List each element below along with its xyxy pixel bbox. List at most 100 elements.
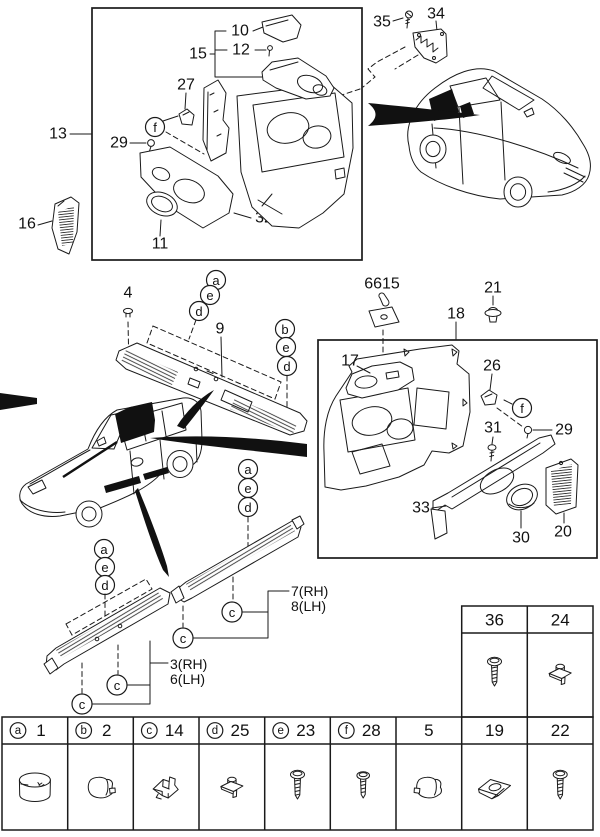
cap-clip-icon [18,772,51,802]
callout-11: 11 [152,236,169,253]
blacked-sill-front [104,476,141,493]
vent-grille-part-16 [51,196,80,255]
svg-text:f: f [520,401,524,416]
callout-12: 12 [232,42,250,59]
table-header-5: 5 [424,721,433,740]
circled-letter-d: d [188,300,210,322]
callout-13: 13 [49,126,67,143]
plate-36-ghost [65,578,153,636]
circled-letter-e: e [275,336,297,358]
svg-text:e: e [244,481,251,496]
lower-trim-part-33 [430,434,556,540]
screw-icon [487,656,502,687]
circled-letter-d: d [94,574,116,596]
table-header-c14: c 14 [140,721,184,740]
svg-text:c: c [229,605,236,620]
circled-letter-c: c [172,627,194,649]
svg-text:d: d [101,578,108,593]
blacked-sill-rear [143,467,169,480]
svg-text:a: a [244,462,252,477]
table-header-22: 22 [551,721,570,740]
callout-20: 20 [554,524,572,541]
screw-icon [356,771,371,799]
svg-text:e: e [206,288,213,303]
svg-text:c: c [146,725,152,737]
front-details [523,107,586,193]
mounting-bracket-callout: 35 34 [362,6,448,88]
main-table-frame [1,716,594,831]
svg-text:b: b [281,322,288,337]
sill-9-ghost-outline [146,325,282,400]
van-body [407,68,591,200]
circled-letter-a: a [237,458,259,480]
callout-18: 18 [447,306,465,323]
table-header-e23: e 23 [272,721,315,740]
quarter-trim-panel-part [236,83,354,229]
clip-6615-icon [368,292,400,328]
bracket-7-8 [192,590,290,639]
push-pin-clip-icon [548,663,572,685]
screw-icon [552,769,568,800]
arrow-to-sill-plate [177,390,214,429]
callout-15: 15 [189,46,207,63]
van-top-right [368,68,591,208]
svg-text:28: 28 [362,721,381,740]
scuff-plates-assembly: a e d a e d c c c c 7(RH) 8(LH) 3 [43,458,328,715]
callout-17: 17 [341,353,359,370]
screw-35-icon [405,10,413,29]
svg-text:f: f [345,725,349,737]
small-table-grid [461,606,593,717]
grommet-29-icon [523,425,533,439]
table-header-19: 19 [485,721,504,740]
label-8lh: 8(LH) [291,598,326,614]
table-header-a1: a 1 [9,721,46,740]
leader-31 [491,436,494,445]
callout-35: 35 [373,14,391,31]
wheels [419,134,533,208]
fastener-table-main: a 1 b 2 c 14 d 25 e 23 f 28 5 19 22 [1,716,594,831]
arrow-van-to-scuff-plates [135,488,169,577]
left-detail-box: 13 16 15 10 12 27 29 32 11 f [18,7,363,261]
arrow-box-to-van [368,103,480,126]
label-6lh: 6(LH) [170,671,205,687]
dashed-drops-plates [81,516,249,694]
svg-text:d: d [212,725,218,737]
armrest-tray-part-15 [261,57,335,100]
front-scuff-plate-part-3-6 [43,587,171,675]
svg-text:c: c [180,631,187,646]
svg-text:c: c [79,697,86,712]
tailgate-scuff-plate-part-9 [115,342,308,436]
table-header-f28: f 28 [337,721,381,740]
svg-text:d: d [195,304,202,319]
label-7rh: 7(RH) [291,583,328,599]
door-lines [431,101,579,185]
circled-letter-c: c [221,601,243,623]
table-header-d25: d 25 [206,721,249,740]
bracket-3-6 [91,640,169,705]
arrow-van-to-right-box [150,436,307,457]
callout-26: 26 [483,358,501,375]
cap-clip-icon [87,776,116,799]
circled-letter-d: d [237,496,259,518]
small-table-header-24: 24 [551,611,570,630]
push-pin-clip-icon [220,776,244,798]
leader-17 [356,365,371,374]
callout-10: 10 [231,23,249,40]
svg-text:2: 2 [102,721,111,740]
circled-letter-c: c [71,693,93,715]
callout-9: 9 [216,321,225,338]
bracket-part-34 [412,28,448,64]
screw-31-icon [487,444,497,462]
blacked-quarter-trim-area [115,402,155,443]
callout-33: 33 [412,500,430,517]
windshield [482,75,535,111]
right-detail-box: 18 6615 21 17 26 f [317,276,598,559]
headlight-and-mirror [27,436,107,495]
svg-text:14: 14 [165,721,184,740]
clip-27-icon [178,108,195,126]
screw-12-icon [267,45,273,57]
lower-trim-part-32 [139,146,234,229]
circled-letter-e: e [237,477,259,499]
cap-clip-icon [413,776,442,799]
callout-34: 34 [427,6,445,23]
